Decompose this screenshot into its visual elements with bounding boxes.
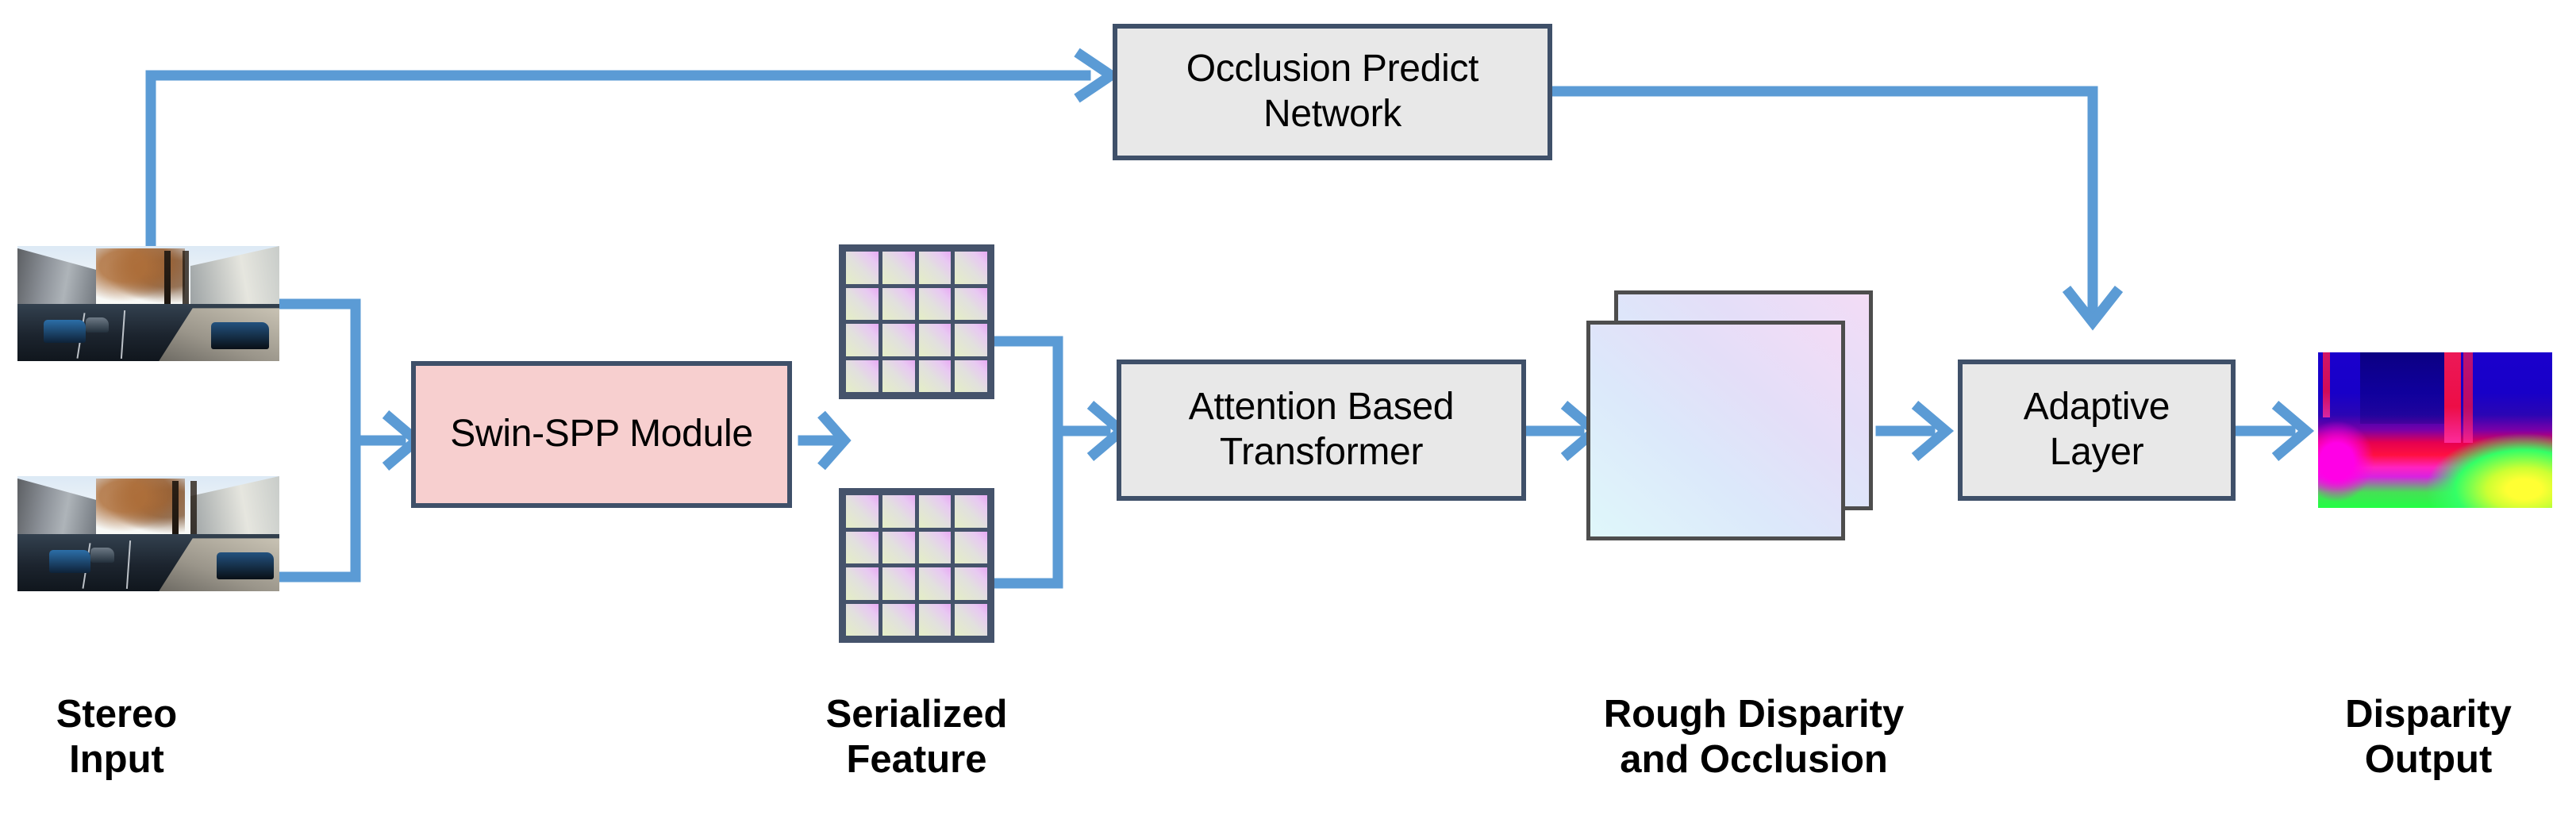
wire-stereo-to-occlusion [145,70,1091,252]
feature-cell [918,495,952,528]
stereo-input-image-top [17,246,279,361]
feature-cell [955,567,987,600]
feature-cell [846,531,879,563]
arrowhead-occlusion-in [1074,48,1121,103]
box-adaptive-layer-label: Adaptive Layer [2023,386,2170,473]
feature-cell [882,531,915,563]
box-swin-spp-module[interactable]: Swin-SPP Module [411,361,792,508]
feature-cell [882,567,915,600]
box-adaptive-layer[interactable]: Adaptive Layer [1958,360,2236,501]
feature-cell [846,360,879,392]
disparity-red-streak [2463,352,2473,443]
wire-occlusion-to-adaptive [1546,86,2098,323]
disparity-dark-region [2360,352,2445,425]
arrowhead-features-in [817,410,852,471]
feature-cell [882,287,915,320]
serialized-feature-grid-top [839,244,994,399]
feature-cell [846,252,879,284]
disparity-red-streak [2444,352,2461,443]
box-occlusion-predict-network-label: Occlusion Predict Network [1186,48,1479,135]
box-swin-spp-module-label: Swin-SPP Module [450,413,753,456]
caption-disparity-output: Disparity Output [2345,693,2512,781]
feature-cell [882,324,915,356]
feature-cell [918,531,952,563]
feature-cell [882,252,915,284]
rough-disparity-plane-front [1586,321,1845,540]
disparity-output-map [2318,352,2552,508]
stereo-input-image-bottom [17,476,279,591]
feature-cell [955,252,987,284]
arrowhead-adaptive-top-in [2062,285,2124,331]
feature-cell [882,360,915,392]
wire-stereo-bracket [272,298,361,583]
feature-cell [955,324,987,356]
feature-cell [846,567,879,600]
caption-serialized-feature: Serialized Feature [825,693,1008,781]
feature-cell [882,495,915,528]
box-attention-based-transformer[interactable]: Attention Based Transformer [1117,360,1526,501]
feature-cell [955,495,987,528]
feature-cell [918,287,952,320]
serialized-feature-grid-bottom [839,488,994,643]
feature-cell [955,287,987,320]
box-occlusion-predict-network[interactable]: Occlusion Predict Network [1113,24,1552,160]
box-attention-based-transformer-label: Attention Based Transformer [1188,386,1455,473]
arrowhead-adaptive-in [1911,401,1955,461]
feature-cell [918,360,952,392]
feature-cell [955,603,987,636]
caption-stereo-input: Stereo Input [56,693,178,781]
caption-rough-disparity-and-occlusion: Rough Disparity and Occlusion [1603,693,1905,781]
disparity-red-streak [2322,352,2330,418]
feature-cell [918,603,952,636]
feature-cell [846,603,879,636]
feature-cell [918,324,952,356]
arrowhead-output-in [2271,401,2315,461]
feature-cell [846,324,879,356]
feature-cell [918,567,952,600]
feature-cell [918,252,952,284]
feature-cell [955,360,987,392]
feature-cell [846,495,879,528]
feature-cell [846,287,879,320]
feature-cell [955,531,987,563]
feature-cell [882,603,915,636]
wire-feature-bracket [985,336,1063,589]
